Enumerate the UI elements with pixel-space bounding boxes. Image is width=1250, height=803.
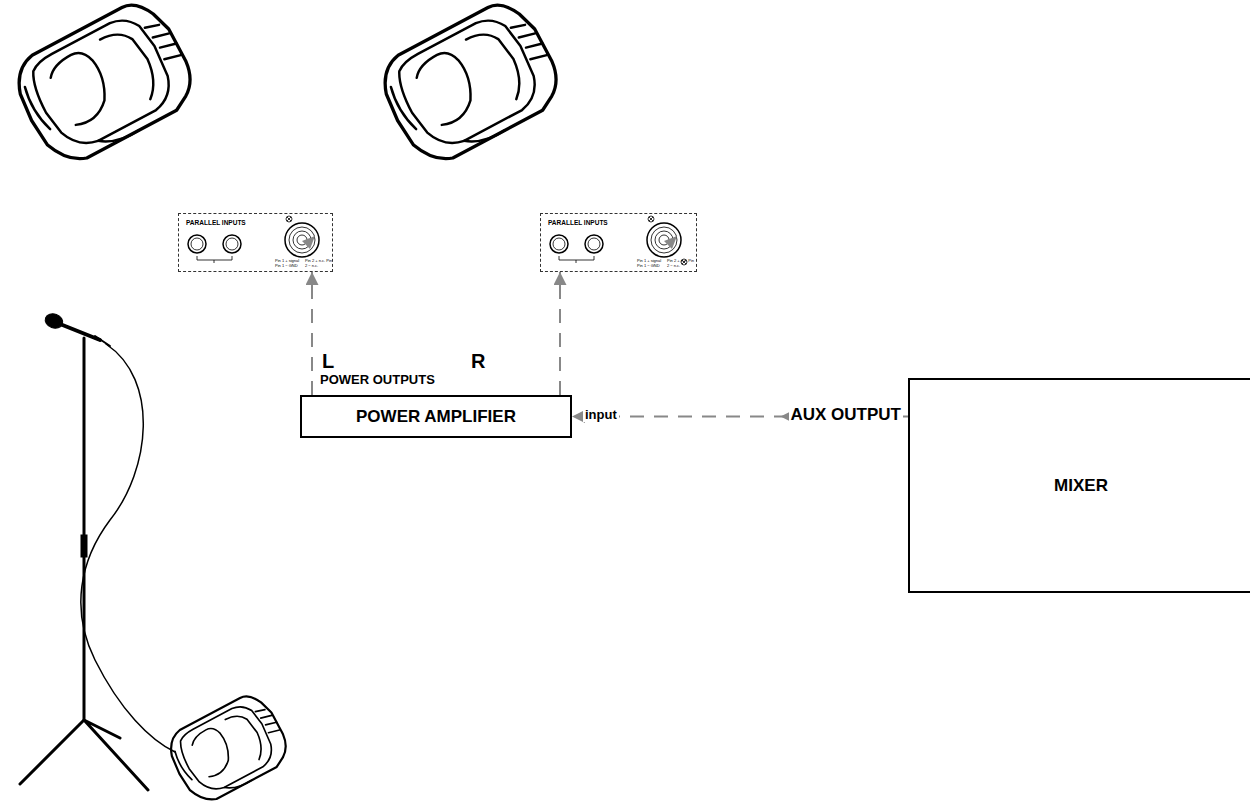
signal-cable [311, 272, 313, 395]
pin-legend: Pin 2 + n.c. Pin 2 − n.c. [667, 259, 694, 268]
microphone-stand [20, 311, 175, 790]
device-box: MIXER [908, 378, 1250, 593]
signal-cable [559, 272, 561, 395]
speaker-cabinet [5, 0, 205, 173]
device-box: POWER AMPLIFIER [300, 395, 572, 438]
pin-legend: Pin 2 + n.c. Pin 2 − n.c. [305, 259, 332, 268]
speaker-cabinet [161, 688, 295, 803]
panel-title: PARALLEL INPUTS [186, 219, 246, 226]
panel-title: PARALLEL INPUTS [548, 219, 608, 226]
connector-panel: PARALLEL INPUTS Pin 1 + signal Pin 1 − GN… [540, 213, 697, 272]
channel-label: L [322, 350, 334, 372]
output-label: POWER OUTPUTS [320, 373, 435, 387]
channel-label: R [471, 350, 485, 372]
box-title: MIXER [1054, 476, 1108, 496]
output-label: AUX OUTPUT [789, 406, 904, 425]
connector-panel: PARALLEL INPUTS Pin 1 + signal Pin 1 − GN… [178, 213, 333, 272]
pin-legend: Pin 1 + signal Pin 1 − GND [637, 259, 664, 268]
input-label: input [583, 408, 619, 422]
speaker-cabinet [371, 0, 571, 173]
box-title: POWER AMPLIFIER [356, 407, 516, 427]
pin-legend: Pin 1 + signal Pin 1 − GND [275, 259, 302, 268]
